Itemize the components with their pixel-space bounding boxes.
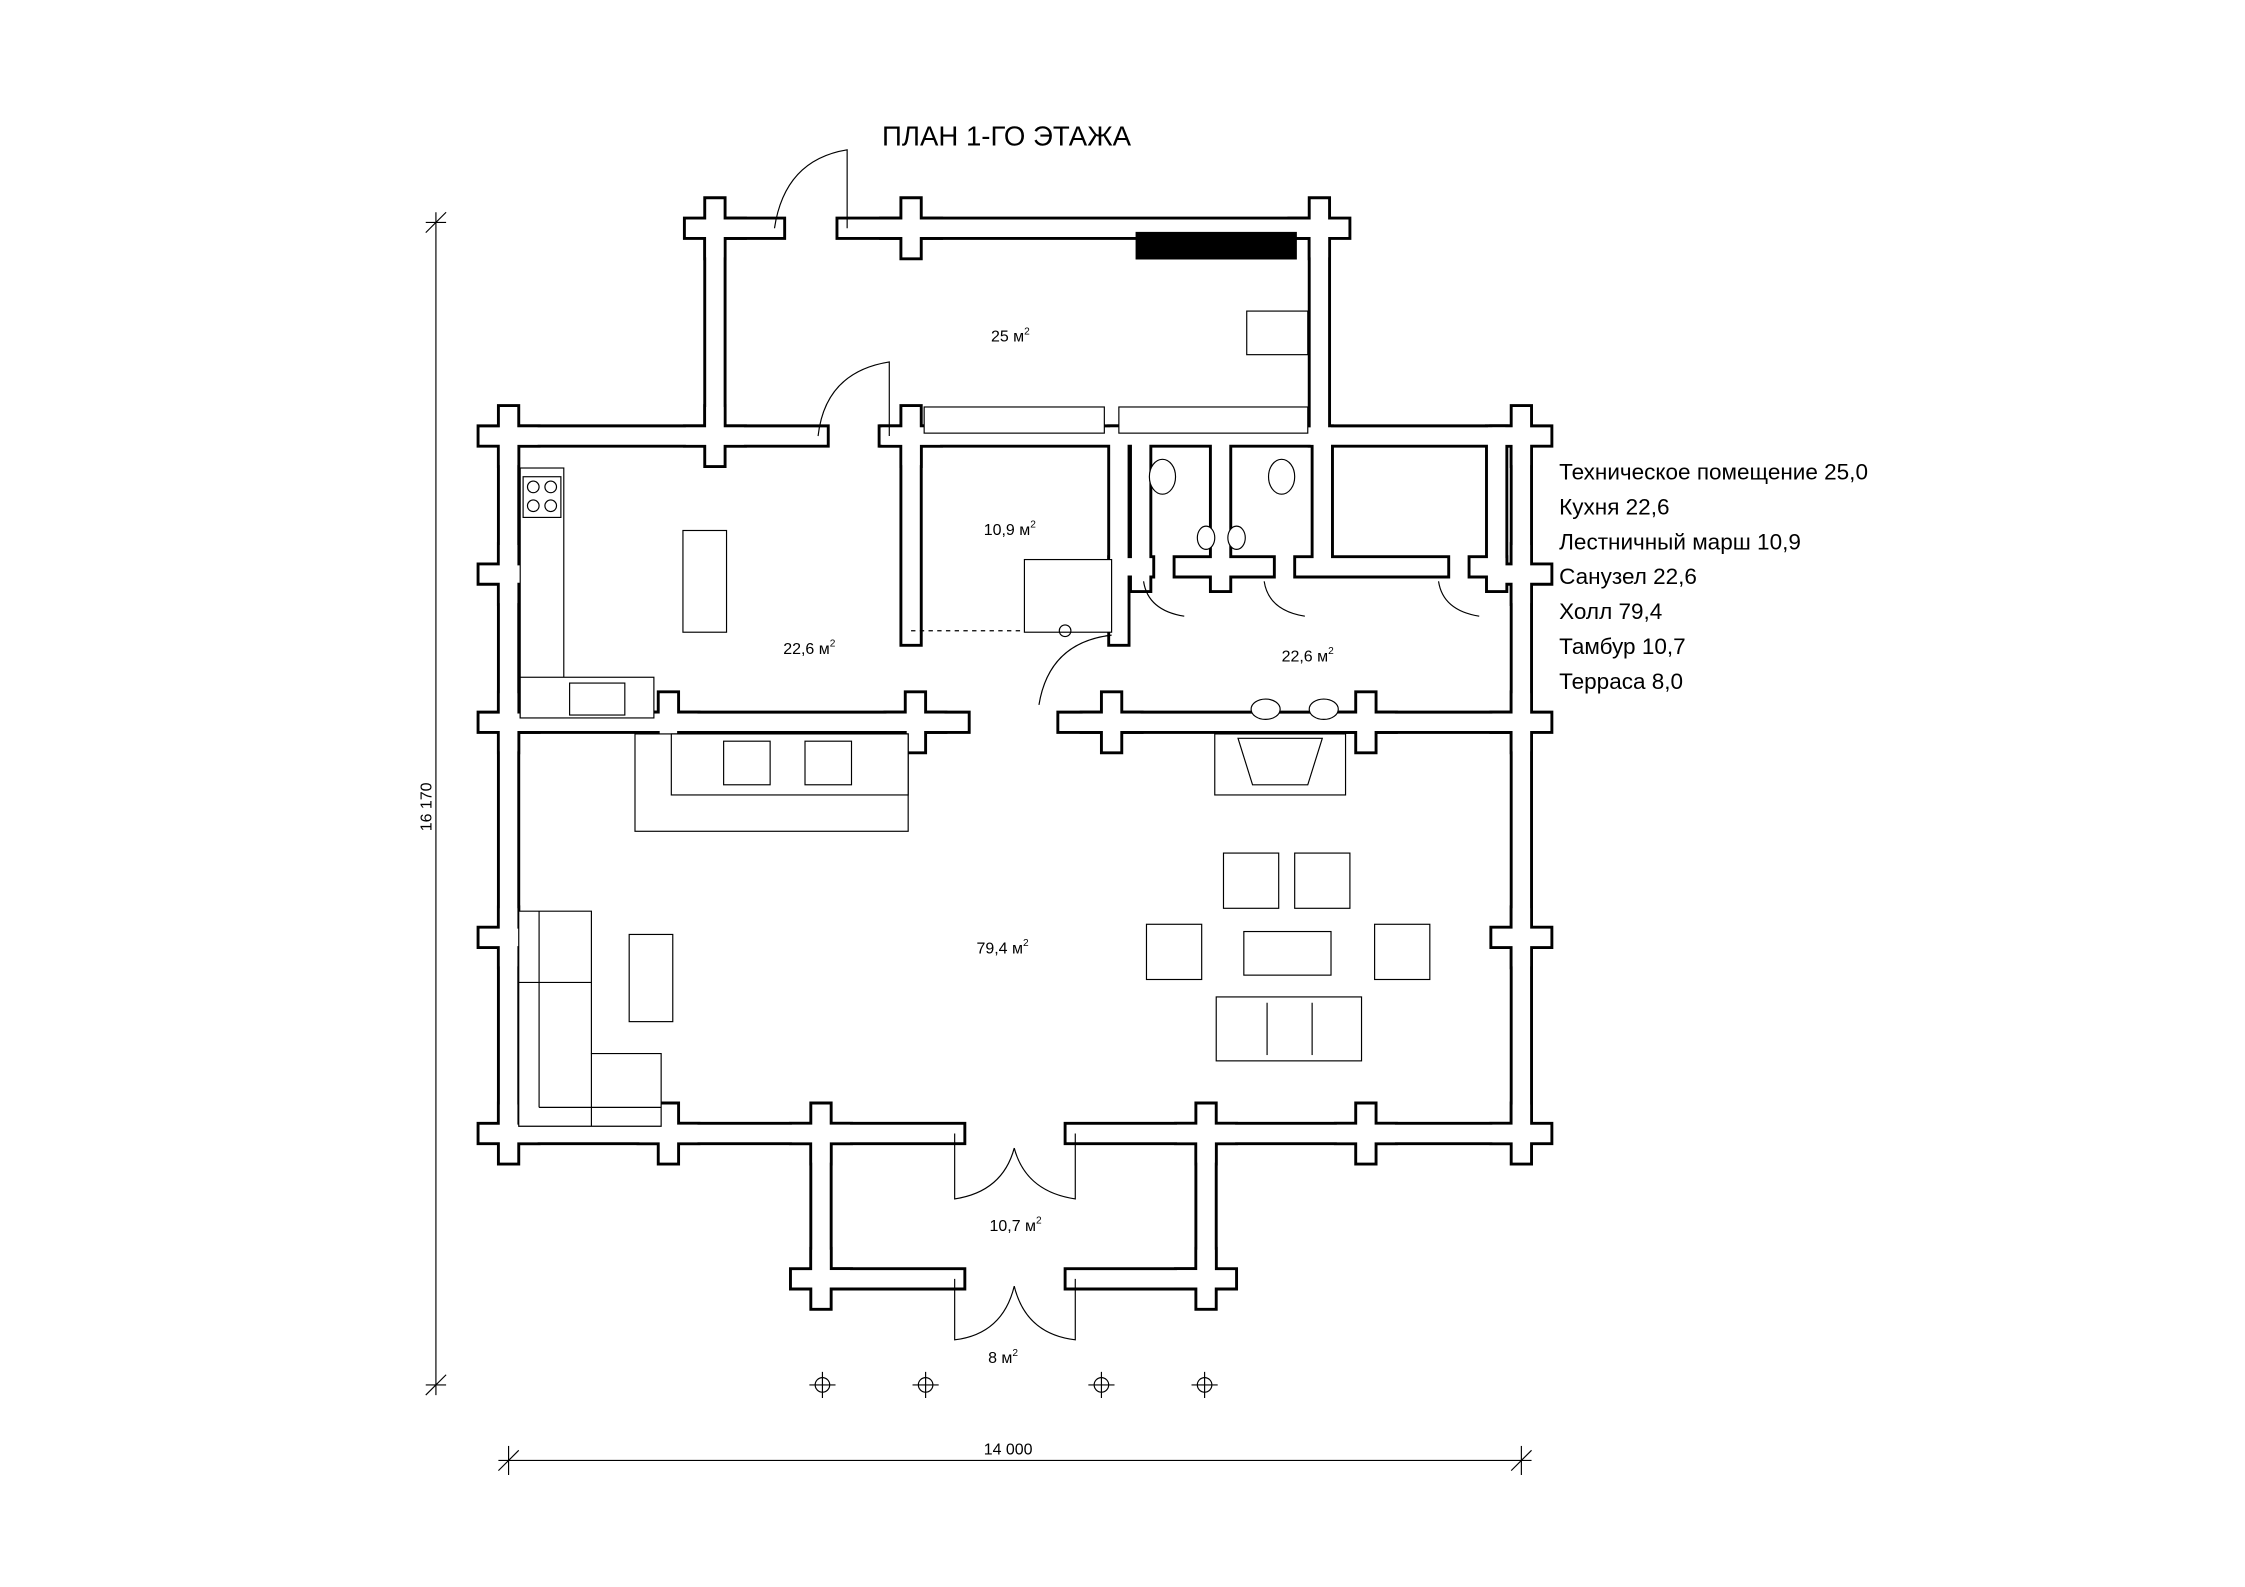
kitchen-island (682, 529, 728, 633)
washbasin (1227, 525, 1246, 550)
door-swing (773, 149, 848, 229)
svg-text:8 м2: 8 м2 (988, 1348, 1018, 1367)
corner-sofa (518, 910, 662, 1127)
svg-text:Санузел 22,6: Санузел 22,6 (1559, 564, 1697, 589)
svg-text:Техническое помещение 25,0: Техническое помещение 25,0 (1559, 460, 1868, 485)
fireplace (1214, 733, 1347, 796)
tech-unit (1246, 310, 1309, 356)
svg-text:Тамбур 10,7: Тамбур 10,7 (1559, 634, 1685, 659)
svg-text:22,6 м2: 22,6 м2 (1282, 646, 1335, 665)
height-dimension: 16 170 (419, 782, 436, 831)
sofa (1215, 996, 1363, 1062)
staircase (1023, 558, 1113, 633)
width-dimension: 14 000 (984, 1442, 1033, 1459)
door-swing (1437, 581, 1480, 617)
door-swing (1263, 581, 1305, 617)
coffee-table (1243, 930, 1332, 976)
toilet (1267, 458, 1296, 495)
armchair (1294, 852, 1351, 909)
tv-table (628, 933, 674, 1023)
svg-text:Холл 79,4: Холл 79,4 (1559, 599, 1662, 624)
armchair (723, 740, 771, 786)
svg-text:Кухня 22,6: Кухня 22,6 (1559, 495, 1669, 520)
svg-text:Терраса 8,0: Терраса 8,0 (1559, 669, 1683, 694)
washbasin (1250, 698, 1281, 720)
column-axis (1088, 1371, 1115, 1398)
washbasin (1308, 698, 1339, 720)
door-swing (1142, 581, 1185, 617)
door-swing (817, 361, 890, 437)
cabinets-left (923, 406, 1105, 434)
armchair (1222, 852, 1280, 909)
walls (476, 196, 1554, 1311)
terrace-columns (809, 1371, 1218, 1398)
dimension-lines: 16 170 14 000 (419, 211, 1532, 1475)
column-axis (912, 1371, 939, 1398)
entry-door (954, 1133, 1076, 1200)
boiler (1135, 231, 1297, 260)
door-swing (1038, 634, 1112, 705)
svg-text:10,9 м2: 10,9 м2 (984, 520, 1037, 539)
cabinets-right (1118, 406, 1309, 434)
armchair (1145, 923, 1203, 981)
column-axis (1191, 1371, 1218, 1398)
furniture (518, 149, 1480, 1341)
svg-text:10,7 м2: 10,7 м2 (990, 1216, 1043, 1235)
room-labels: 25 м2 10,9 м2 22,6 м2 22,6 м2 79,4 м2 10… (783, 326, 1334, 1367)
svg-text:25 м2: 25 м2 (991, 326, 1030, 345)
armchair (804, 740, 853, 786)
sink (569, 682, 626, 716)
toilet (1148, 458, 1177, 495)
svg-text:Лестничный марш 10,9: Лестничный марш 10,9 (1559, 529, 1801, 554)
column-axis (809, 1371, 836, 1398)
svg-text:22,6 м2: 22,6 м2 (783, 639, 835, 658)
washbasin (1196, 525, 1216, 550)
svg-text:79,4 м2: 79,4 м2 (976, 938, 1028, 957)
plan-title: ПЛАН 1-ГО ЭТАЖА (882, 120, 1132, 151)
legend: Техническое помещение 25,0 Кухня 22,6 Ле… (1559, 460, 1868, 694)
armchair (1374, 923, 1431, 981)
terrace-door (954, 1278, 1076, 1341)
